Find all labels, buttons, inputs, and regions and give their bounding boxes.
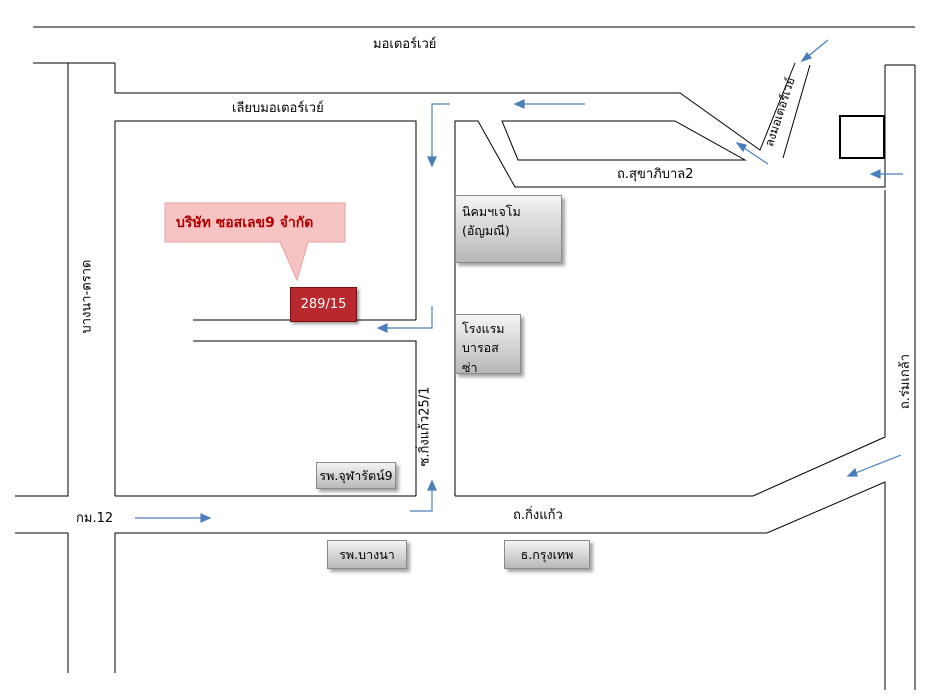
landmark-bangkok-bank: ธ.กรุงเทพ: [504, 540, 590, 569]
company-name: บริษัท ซอสเลข9 จำกัด: [176, 215, 314, 231]
company-callout-bubble: [164, 202, 346, 282]
landmark-gems-estate: นิคมฯเจโม (อัญมณี): [455, 195, 562, 263]
bangna-trat-right: [15, 532, 69, 673]
hotel-line2: บารอสซ่า: [462, 340, 499, 375]
km12-label: กม.12: [76, 511, 114, 526]
arrow-icon: [135, 513, 212, 523]
arrow-icon: [735, 142, 769, 165]
soi-edge-bottom: [193, 340, 417, 496]
landmark-bangna-hospital: รพ.บางนา: [327, 540, 407, 569]
kingkaew-label: ถ.กิ่งแก้ว: [513, 508, 563, 523]
landmark-hotel: โรงแรม บารอสซ่า: [455, 314, 521, 375]
motorway-frontage-label: เลียบมอเตอร์เวย์: [232, 101, 324, 116]
arrow-icon: [846, 454, 902, 477]
kingkaew-south: [114, 481, 886, 690]
soi-kingkaew-label: ซ.กิ่งแก้ว25/1: [417, 386, 433, 467]
arrow-icon: [410, 479, 437, 512]
rom-klao-label: ถ.ร่มเกล้า: [898, 353, 914, 410]
arrow-icon: [427, 103, 450, 168]
gems-estate-line2: (อัญมณี): [462, 223, 510, 239]
bangna-trat-label: บางนา-ตราด: [79, 259, 95, 334]
arrow-icon: [800, 39, 829, 63]
square-marker: [839, 115, 885, 159]
sukhaphiban2-label: ถ.สุขาภิบาล2: [617, 167, 694, 182]
gems-estate-line1: นิคมฯเจโม: [462, 204, 521, 219]
traffic-island: [501, 120, 747, 161]
hotel-line1: โรงแรม: [462, 321, 505, 336]
bangna-trat-left: [15, 63, 69, 497]
arrow-icon: [513, 99, 585, 109]
arrow-icon: [869, 169, 903, 179]
frontage-road-north: [114, 62, 796, 151]
landmark-chularat9: รพ.จุฬารัตน์9: [316, 462, 396, 489]
exit-ramp-edge: [782, 64, 811, 159]
motorway-label: มอเตอร์เวย์: [373, 37, 437, 52]
sukhaphiban-road-north: [454, 65, 886, 496]
kingkaew-north-east: [455, 190, 886, 497]
frontage-road-south: [114, 120, 417, 496]
company-address-marker: 289/15: [290, 287, 357, 322]
arrow-icon: [376, 306, 433, 333]
